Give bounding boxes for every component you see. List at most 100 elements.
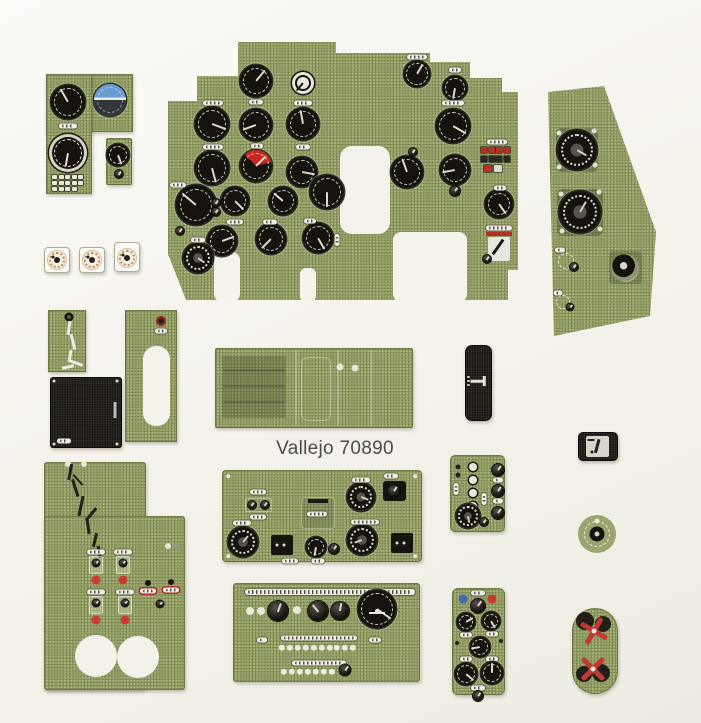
black-junction-box-bar [113,402,117,418]
red-switch-cap [91,575,101,585]
toggle-switch [119,559,127,567]
trim-wheel [557,130,597,170]
bottom-slot-cutout [214,252,240,302]
main-instrument-panel-light [504,156,510,162]
main-instrument-panel-dial [303,223,333,253]
bottom-center-panel-dot [278,644,286,652]
artificial-horizon-gauge [94,84,126,116]
radio-panel-rect [391,533,413,553]
right-console-panel-knob [566,303,574,311]
oxygen-regulator-panel-pill [471,685,485,691]
red-switch-cap [120,615,130,625]
warning-lamp [481,147,487,153]
bottom-center-panel-dot [288,668,296,676]
main-instrument-panel-knob [212,199,220,207]
push-button [469,463,477,471]
instrument-films-dot [124,255,130,261]
bottom-center-panel-strip [292,660,346,666]
bottom-center-panel-dot [326,644,334,652]
instrument-films-dot [54,257,60,263]
main-instrument-panel-dial [443,76,467,100]
main-instrument-panel-pill [263,219,277,225]
main-instrument-panel-pill [227,219,243,225]
left-switch-panel-knob [156,600,164,608]
radio-panel-knob [329,544,339,554]
round-connector-dot [594,531,600,537]
lightening-hole [117,636,159,678]
main-instrument-panel-pill [304,218,316,224]
left-gauge-panel-light [72,187,77,191]
main-instrument-panel-pill [203,144,223,150]
small-gauge-chip-knob [115,170,123,178]
toggle-switch [121,599,129,607]
placard-chip-bar [587,439,595,441]
oxygen-regulator-panel-dial [455,663,477,685]
left-gauge-panel-light [65,187,70,191]
main-instrument-panel-pill [407,54,427,60]
cockpit-box-template-panel [215,348,413,428]
main-instrument-panel-light [496,156,502,162]
button-panel-knob [492,485,504,497]
main-instrument-panel-dial [240,65,272,97]
push-button [469,489,477,497]
left-switch-panel-pill [114,549,132,555]
instrument-films-dot [121,253,125,257]
screw [226,474,230,478]
instrument-films-dot [89,257,95,263]
right-console-panel-dot [556,130,562,136]
compass-gauge [52,137,84,169]
button-panel-pill [493,498,503,504]
red-indicator [487,594,497,604]
t-handle-chip-light [467,380,470,382]
bottom-center-panel-dot [310,644,318,652]
button-panel-dot [455,472,461,478]
cockpit-box-template-bar [223,401,285,403]
left-gauge-panel-light [78,181,83,185]
left-switch-panel-dot [65,461,71,467]
bottom-center-panel-dot [375,609,379,613]
left-gauge-panel-light [59,175,64,179]
right-console-panel-dot [596,189,602,195]
cockpit-box-template-dot [336,363,344,371]
black-junction-box-dot [115,442,119,446]
main-instrument-panel-dial [404,61,430,87]
bottom-center-panel-dot [302,644,310,652]
bottom-center-panel-dot [318,644,326,652]
main-instrument-panel-light [494,165,502,172]
oxygen-regulator-panel-pill [460,656,472,662]
radio-panel-dot [275,543,279,547]
bottom-center-panel-pill [257,637,267,643]
push-button [469,476,477,484]
right-console-panel-pill [555,247,565,253]
bottom-center-panel-dot [294,644,302,652]
bottom-center-panel-knob [339,664,351,676]
main-instrument-panel-bar [486,232,512,236]
left-gauge-panel-light [78,175,83,179]
blue-indicator [458,594,468,604]
t-handle-chip-bar [470,379,484,383]
oxygen-regulator-panel-pill [486,656,498,662]
main-instrument-panel-pill [487,139,507,145]
button-panel-pill [493,477,503,483]
radio-panel-pill [384,473,398,479]
t-handle-chip-light [467,384,470,386]
right-console-panel-dot [558,191,564,197]
left-switch-panel-dot [168,579,174,585]
flap-quadrant [555,294,571,310]
main-instrument-panel-knob [212,208,220,216]
left-switch-panel-dot [81,461,87,467]
oxygen-regulator-panel-dot [499,639,503,643]
control-column-cutout [393,232,467,302]
t-handle-chip-bar [482,376,486,386]
bottom-center-panel-knob [268,601,288,621]
toggle-switch [92,559,100,567]
left-switch-panel-dot [165,543,171,549]
main-instrument-panel-pill [449,67,461,73]
